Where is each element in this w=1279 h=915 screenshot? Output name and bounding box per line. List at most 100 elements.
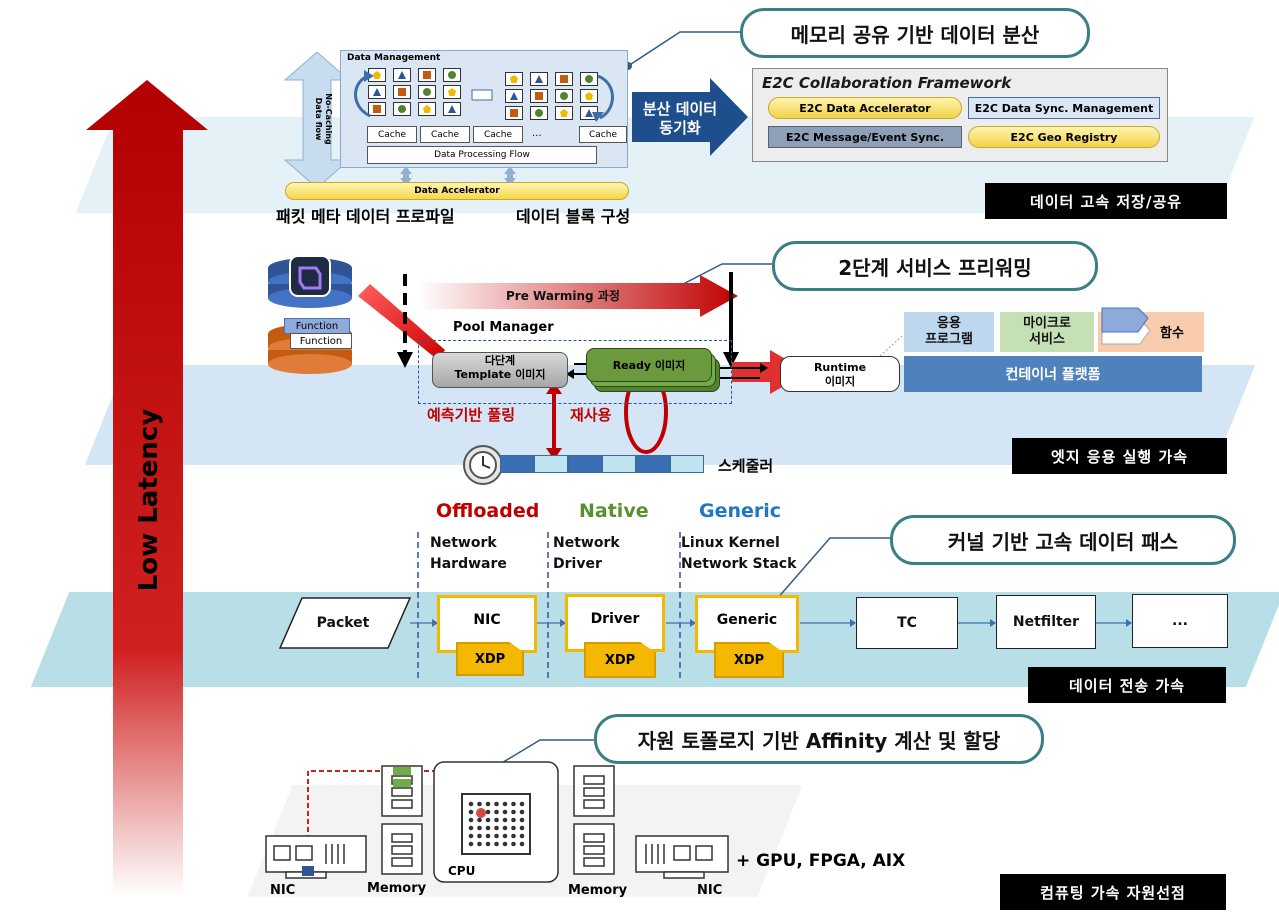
- reuse-label: 재사용: [570, 406, 612, 424]
- cpu-core-dot: [485, 801, 491, 807]
- pool-manager-frame: [418, 340, 732, 404]
- template-image-box: [432, 352, 568, 388]
- cpu-core-dot: [519, 825, 525, 831]
- grid-symbol: [373, 105, 381, 113]
- cpu-core-dot: [511, 825, 516, 831]
- grid-cell: [530, 89, 548, 103]
- grid-symbol: [448, 88, 456, 96]
- memory-left-label: Memory: [367, 881, 427, 896]
- grid-cell: [393, 68, 411, 82]
- grid-symbol: [398, 88, 406, 96]
- cpu-core-dot: [502, 833, 508, 839]
- processing-flow: Data Processing Flow: [367, 146, 597, 164]
- grid-cell: [368, 102, 386, 116]
- cpu-core-dot: [511, 841, 516, 847]
- storage-layer-label: 데이터 고속 저장/공유: [985, 183, 1227, 219]
- pre-warming-label: Pre Warming 과정: [506, 289, 620, 303]
- compute-layer-label: 컴퓨팅 가속 자원선점: [1000, 874, 1226, 910]
- netfilter-node: Netfilter: [996, 595, 1096, 649]
- ellipsis-node: ...: [1132, 594, 1228, 648]
- datapath-category-desc: Linux Kernel Network Stack: [681, 535, 797, 572]
- cpu-core-dot: [519, 833, 525, 839]
- cpu-core-dot: [468, 817, 474, 823]
- grid-cell: [555, 106, 573, 120]
- grid-symbol: [560, 92, 568, 100]
- grid-cell: [418, 68, 436, 82]
- runtime-image-box: Runtime 이미지: [780, 356, 900, 392]
- grid-cell: [443, 85, 461, 99]
- cpu-core-dot: [502, 841, 508, 847]
- grid-cell: [580, 89, 598, 103]
- cache-box: Cache: [473, 126, 523, 143]
- tc-node: TC: [856, 597, 958, 649]
- cpu-core-dot: [477, 801, 482, 807]
- scheduler-slot: [534, 455, 568, 473]
- platform-app: 응용 프로그램: [904, 312, 994, 352]
- cpu-core-dot: [485, 833, 491, 839]
- grid-symbol: [585, 109, 593, 117]
- e2c-title: E2C Collaboration Framework: [762, 74, 1012, 92]
- grid-cell: [580, 72, 598, 86]
- cpu-core-dot: [494, 825, 499, 831]
- nic-node: NIC: [437, 595, 537, 653]
- ready-image-box: Ready 이미지: [586, 348, 712, 382]
- grid-symbol: [423, 88, 431, 96]
- scheduler-slot: [568, 455, 602, 473]
- cpu-core-dot: [468, 841, 474, 847]
- grid-symbol: [510, 75, 518, 83]
- cpu-core-dot: [485, 809, 491, 815]
- cpu-core-dot: [511, 833, 516, 839]
- cpu-core-dot: [511, 809, 516, 815]
- e2c-data-accelerator: E2C Data Accelerator: [768, 97, 962, 119]
- cpu-core-dot: [502, 825, 508, 831]
- cache-box: Cache: [579, 126, 627, 143]
- cpu-core-dot: [502, 809, 508, 815]
- predictive-pooling-label: 예측기반 풀링: [427, 406, 516, 424]
- cpu-core-dot: [494, 809, 499, 815]
- cpu-core-dot: [468, 801, 474, 807]
- cache-box: Cache: [420, 126, 470, 143]
- nic-right-label: NIC: [697, 883, 723, 898]
- nic-left-label: NIC: [270, 883, 296, 898]
- xdp-offloaded: XDP: [456, 642, 524, 676]
- cpu-core-dot: [477, 825, 482, 831]
- datapath-category-title: Native: [579, 500, 649, 522]
- grid-cell: [505, 89, 523, 103]
- grid-symbol: [423, 71, 431, 79]
- grid-symbol: [535, 75, 543, 83]
- e2c-data-sync-management: E2C Data Sync. Management: [968, 97, 1160, 119]
- container-platform: 컨테이너 플랫폼: [904, 356, 1202, 392]
- compute-callout: 자원 토폴로지 기반 Affinity 계산 및 할당: [594, 714, 1044, 764]
- grid-symbol: [510, 109, 518, 117]
- sync-arrow-shape: [632, 78, 748, 156]
- cpu-core-dot: [468, 833, 474, 839]
- e2c-message-event-sync: E2C Message/Event Sync.: [768, 126, 962, 148]
- scheduler-slot: [670, 455, 704, 473]
- grid-symbol: [398, 105, 406, 113]
- grid-symbol: [560, 75, 568, 83]
- accelerator-links: [400, 166, 516, 186]
- grid-symbol: [373, 71, 381, 79]
- grid-symbol: [448, 105, 456, 113]
- cpu-core-dot: [502, 801, 508, 807]
- transfer-callout: 커널 기반 고속 데이터 패스: [890, 515, 1236, 565]
- cpu-core-dot: [494, 801, 499, 807]
- cpu-core-dot: [494, 841, 499, 847]
- caption-packet-meta: 패킷 메타 데이터 프로파일: [276, 207, 455, 226]
- scheduler-slot: [636, 455, 670, 473]
- grid-symbol: [585, 75, 593, 83]
- packet-shape: [278, 597, 412, 649]
- cpu-core-dot: [477, 841, 482, 847]
- platform-microservice: 마이크로 서비스: [1000, 312, 1094, 352]
- clock-icon: [463, 445, 503, 485]
- cpu-core-dot: [519, 817, 525, 823]
- transfer-layer-label: 데이터 전송 가속: [1028, 667, 1226, 703]
- grid-cycle-arrows: [354, 70, 614, 122]
- cpu-core-dot: [511, 817, 516, 823]
- datapath-category-title: Generic: [699, 500, 782, 522]
- datapath-category-desc: Network Driver: [553, 535, 620, 572]
- memory-right-label: Memory: [568, 883, 628, 898]
- xdp-generic: XDP: [714, 642, 784, 678]
